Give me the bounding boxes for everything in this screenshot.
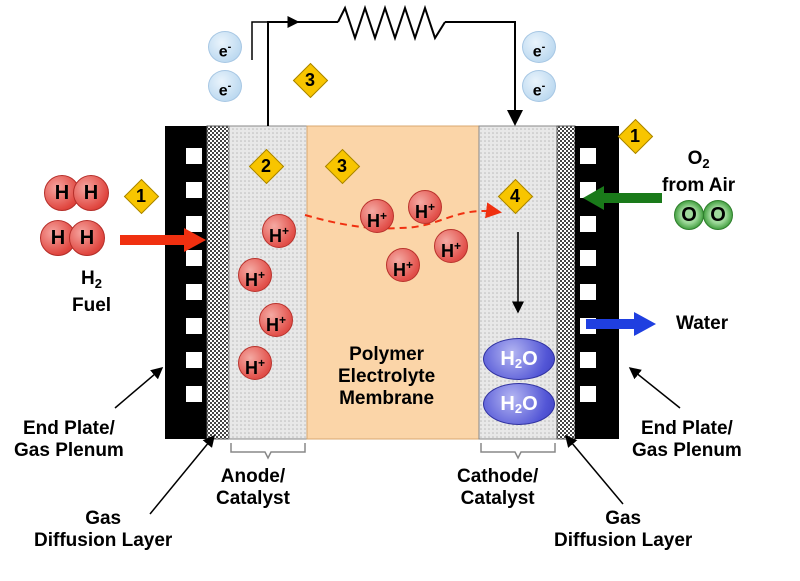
- proton-path-arrow: [304, 202, 502, 230]
- proton: H+: [360, 199, 394, 233]
- step-marker: 3: [324, 148, 361, 185]
- step-marker: 2: [248, 148, 285, 185]
- right-gas-diffusion-layer: [556, 125, 576, 440]
- left-end-plate-windows: [186, 148, 202, 402]
- step-marker: 4: [497, 178, 534, 215]
- left-endplate-label: End Plate/ Gas Plenum: [14, 418, 124, 461]
- water-molecule: H2O: [483, 338, 555, 380]
- left-gdl-label: Gas Diffusion Layer: [34, 508, 173, 551]
- water-label: Water: [676, 313, 729, 334]
- oxygen-atom: O: [674, 200, 704, 230]
- electron: e-: [522, 70, 556, 102]
- o2-from-air-label: O2 from Air: [662, 148, 736, 196]
- step-marker: 3: [292, 62, 329, 99]
- anode-label: Anode/ Catalyst: [216, 466, 290, 509]
- hydrogen-atom: H: [69, 220, 105, 256]
- water-molecule: H2O: [483, 383, 555, 425]
- fuel-arrow: [120, 228, 206, 252]
- left-gas-diffusion-layer: [206, 125, 230, 440]
- left-gdl-pointer: [149, 434, 215, 515]
- proton: H+: [262, 214, 296, 248]
- resistor: [337, 4, 446, 42]
- hydrogen-atom: H: [73, 175, 109, 211]
- cathode-label: Cathode/ Catalyst: [457, 466, 539, 509]
- electron: e-: [208, 70, 242, 102]
- wire-right: [445, 21, 523, 126]
- proton: H+: [408, 190, 442, 224]
- right-endplate-label: End Plate/ Gas Plenum: [632, 418, 742, 461]
- proton: H+: [386, 248, 420, 282]
- step-marker: 1: [123, 178, 160, 215]
- cathode-bracket: [480, 443, 556, 460]
- anode-bracket: [230, 443, 306, 460]
- proton: H+: [238, 346, 272, 380]
- electron: e-: [522, 31, 556, 63]
- proton: H+: [434, 229, 468, 263]
- h2-fuel-label: H2 Fuel: [72, 268, 112, 316]
- air-arrow: [583, 186, 662, 210]
- proton: H+: [238, 258, 272, 292]
- oxygen-atom: O: [703, 200, 733, 230]
- step-marker: 1: [617, 118, 654, 155]
- left-endplate-pointer: [114, 367, 164, 409]
- electron: e-: [208, 31, 242, 63]
- right-endplate-pointer: [628, 367, 681, 409]
- membrane-label: Polymer Electrolyte Membrane: [338, 344, 436, 409]
- proton: H+: [259, 303, 293, 337]
- water-arrow: [586, 312, 656, 336]
- right-gdl-label: Gas Diffusion Layer: [554, 508, 693, 551]
- right-gdl-pointer: [565, 434, 624, 505]
- wire-up-arrow: [251, 16, 300, 60]
